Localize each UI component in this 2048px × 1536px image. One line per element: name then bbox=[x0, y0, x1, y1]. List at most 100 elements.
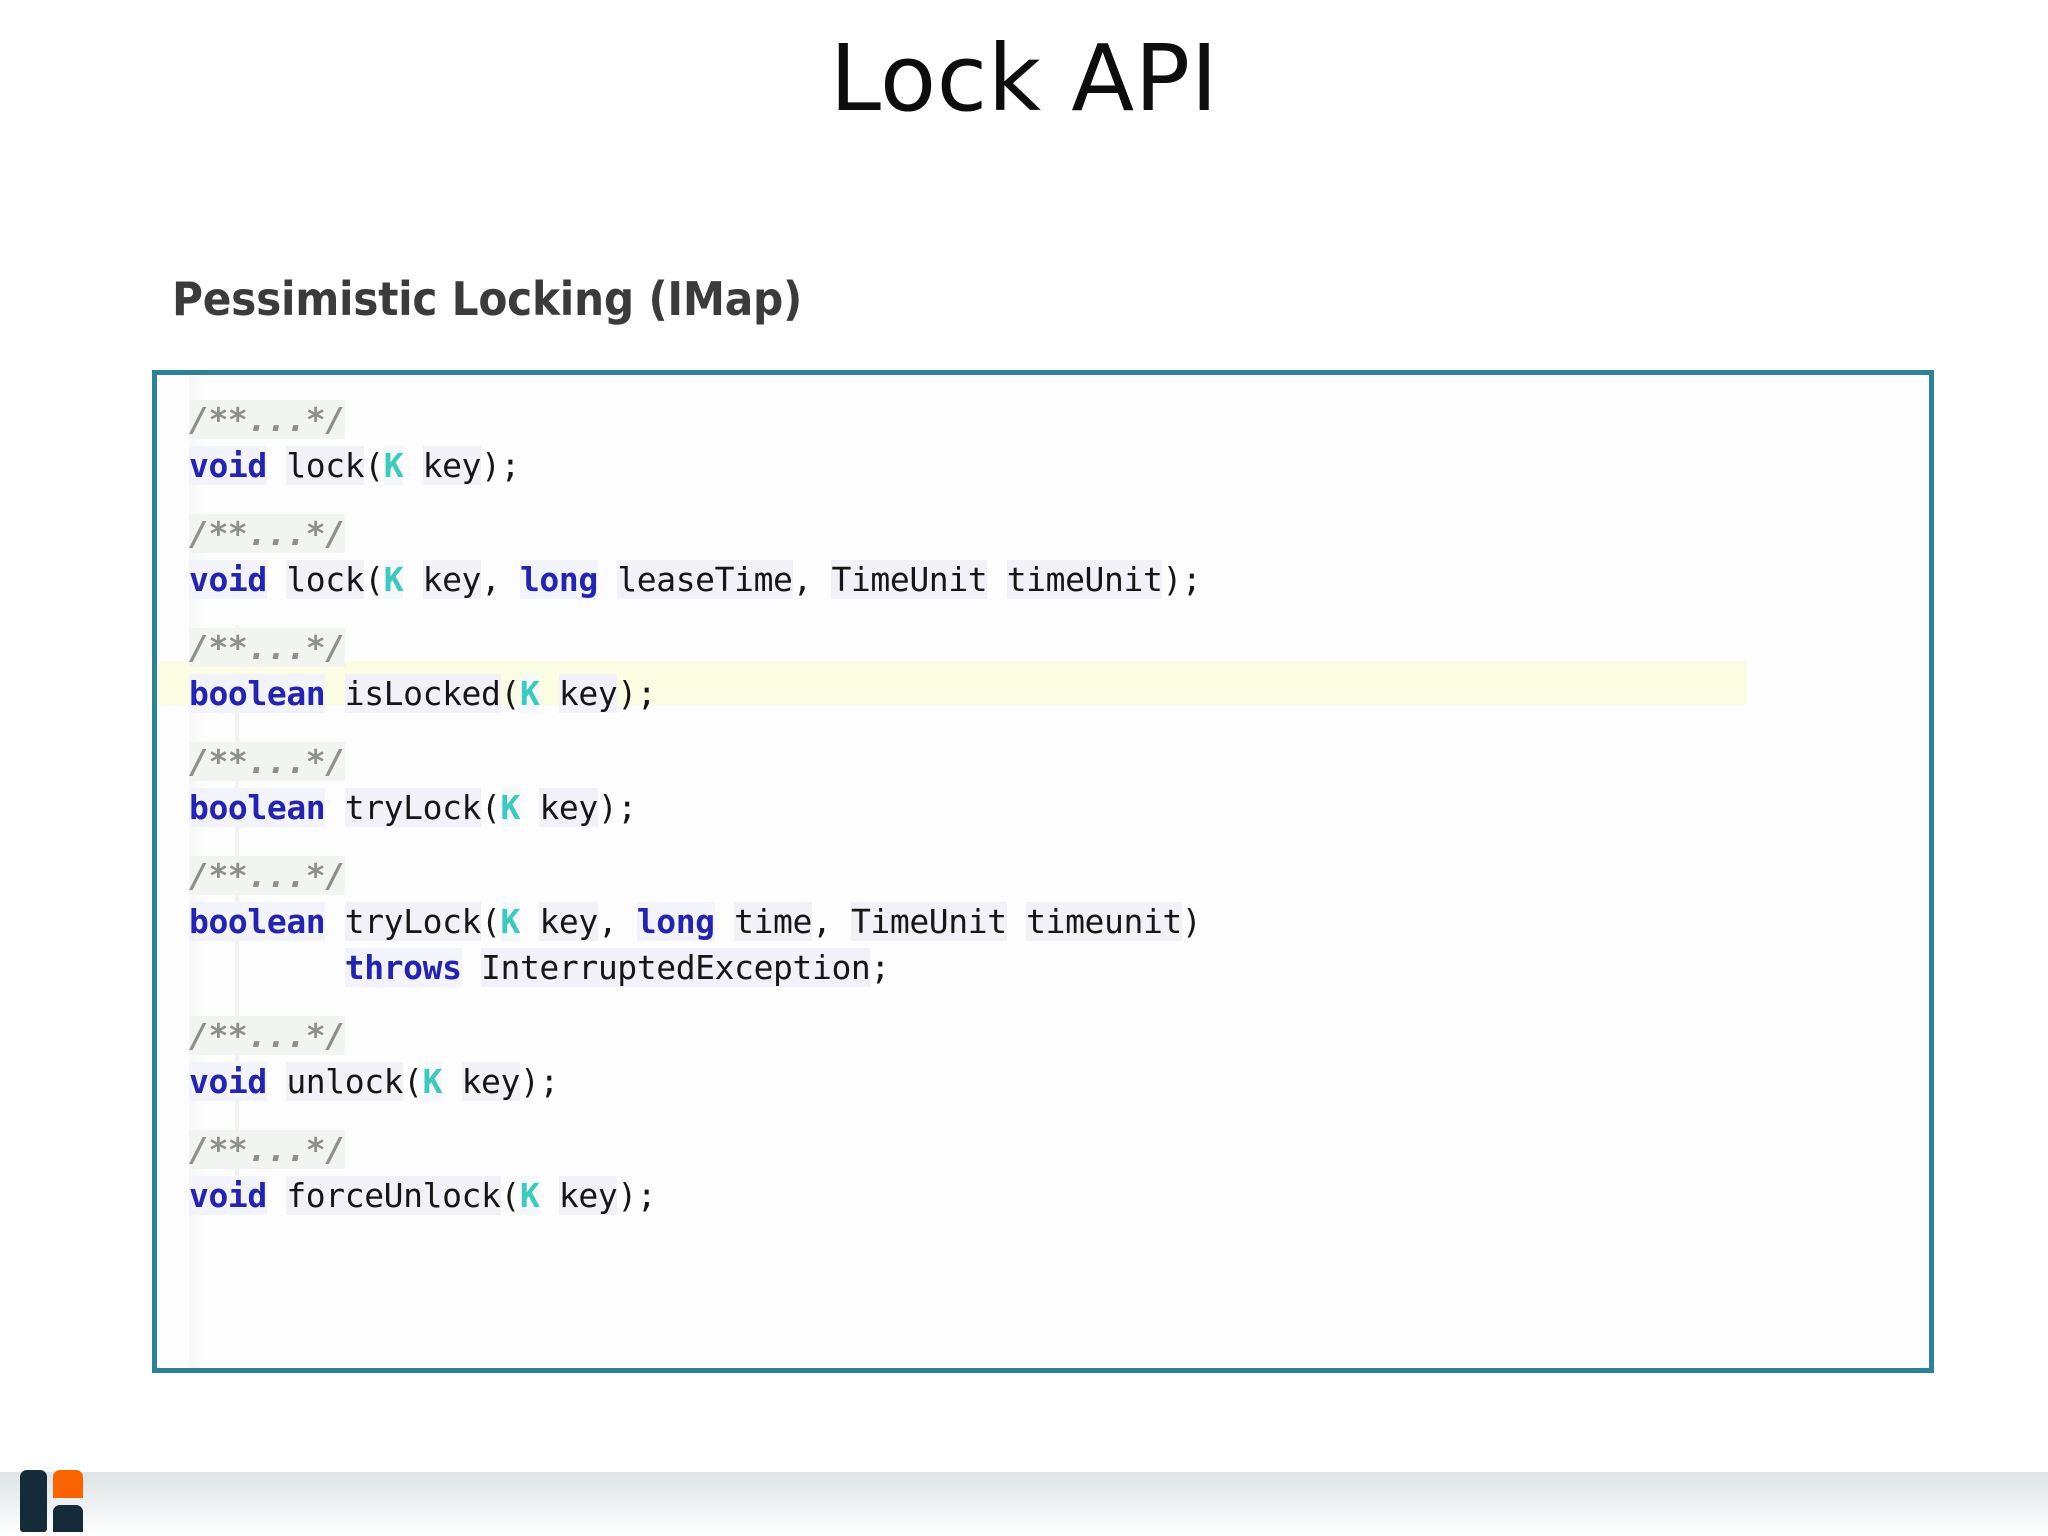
code-identifier: InterruptedException bbox=[481, 948, 871, 987]
code-punctuation: ); bbox=[617, 674, 657, 713]
code-identifier: timeunit bbox=[1026, 902, 1182, 941]
code-comment: /**...*/ bbox=[189, 742, 345, 781]
code-punctuation: ) bbox=[1181, 902, 1202, 941]
code-punctuation: , bbox=[481, 560, 520, 599]
code-punctuation bbox=[267, 1176, 286, 1215]
logo-bar-shape bbox=[20, 1470, 47, 1532]
code-identifier: timeUnit bbox=[1006, 560, 1163, 599]
code-comment: /**...*/ bbox=[189, 628, 345, 667]
code-line: boolean isLocked(K key); bbox=[189, 671, 1201, 717]
code-identifier: key bbox=[422, 446, 482, 485]
code-group: /**...*/ boolean isLocked(K key); bbox=[189, 625, 1201, 717]
code-identifier: forceUnlock bbox=[286, 1176, 501, 1215]
footer-band bbox=[0, 1470, 2048, 1536]
code-group: /**...*/ boolean tryLock(K key, long time… bbox=[189, 853, 1202, 991]
code-punctuation bbox=[403, 446, 422, 485]
code-punctuation bbox=[267, 560, 286, 599]
code-punctuation bbox=[539, 1176, 558, 1215]
code-punctuation: , bbox=[812, 902, 851, 941]
code-comment-line: /**...*/ bbox=[189, 739, 1201, 785]
code-identifier: tryLock bbox=[344, 788, 482, 827]
code-punctuation: , bbox=[597, 902, 637, 941]
code-type-param: K bbox=[383, 560, 404, 599]
code-keyword: boolean bbox=[189, 788, 326, 827]
code-snippet-surface: /**...*/void lock(K key);/**...*/void lo… bbox=[157, 375, 1929, 1368]
code-identifier: lock bbox=[286, 446, 365, 485]
code-punctuation bbox=[715, 902, 734, 941]
code-comment: /**...*/ bbox=[189, 1016, 345, 1055]
code-type-param: K bbox=[519, 1176, 540, 1215]
code-punctuation: ); bbox=[481, 446, 520, 485]
code-comment-line: /**...*/ bbox=[189, 397, 1201, 443]
code-comment-line: /**...*/ bbox=[189, 853, 1201, 899]
code-line: void lock(K key); bbox=[189, 443, 1201, 489]
code-punctuation: ( bbox=[500, 1176, 521, 1215]
code-punctuation bbox=[325, 674, 344, 713]
code-comment-line: /**...*/ bbox=[189, 1013, 1201, 1059]
code-line-highlighted: boolean tryLock(K key); bbox=[189, 785, 1201, 831]
code-punctuation bbox=[598, 560, 617, 599]
code-type-param: K bbox=[500, 788, 520, 827]
code-punctuation bbox=[267, 1062, 286, 1101]
code-punctuation: ( bbox=[403, 1062, 423, 1101]
code-identifier: unlock bbox=[286, 1062, 404, 1101]
code-identifier: key bbox=[539, 788, 598, 827]
code-punctuation: ); bbox=[519, 1062, 559, 1101]
code-keyword: long bbox=[519, 560, 598, 599]
code-punctuation bbox=[189, 948, 345, 987]
code-punctuation: ); bbox=[617, 1176, 657, 1215]
code-punctuation bbox=[462, 948, 481, 987]
logo-navy-square bbox=[53, 1505, 83, 1532]
code-keyword: long bbox=[636, 902, 715, 941]
code-identifier: key bbox=[558, 1176, 618, 1215]
code-punctuation bbox=[987, 560, 1006, 599]
code-punctuation bbox=[267, 446, 286, 485]
hazelcast-logo bbox=[20, 1470, 94, 1532]
code-line: throws InterruptedException; bbox=[189, 945, 1201, 991]
code-punctuation: ( bbox=[481, 902, 501, 941]
code-line: void unlock(K key); bbox=[189, 1059, 1201, 1105]
code-identifier: isLocked bbox=[344, 674, 501, 713]
code-punctuation bbox=[442, 1062, 461, 1101]
code-punctuation: ); bbox=[597, 788, 637, 827]
code-type-param: K bbox=[500, 902, 520, 941]
code-keyword: boolean bbox=[189, 674, 326, 713]
code-line: boolean tryLock(K key, long time, TimeUn… bbox=[189, 899, 1202, 945]
code-punctuation bbox=[520, 788, 539, 827]
code-punctuation: ; bbox=[870, 948, 890, 987]
code-type-param: K bbox=[519, 674, 540, 713]
code-keyword: void bbox=[189, 446, 267, 485]
code-group: /**...*/void lock(K key, long leaseTime,… bbox=[189, 511, 1202, 603]
code-keyword: void bbox=[189, 1062, 267, 1101]
code-keyword: void bbox=[189, 1176, 267, 1215]
code-group: /**...*/ void lock(K key); bbox=[189, 397, 1201, 489]
code-punctuation: ( bbox=[364, 446, 384, 485]
code-comment: /**...*/ bbox=[189, 514, 345, 553]
code-identifier: time bbox=[734, 902, 812, 941]
code-punctuation bbox=[1007, 902, 1026, 941]
code-keyword: boolean bbox=[189, 902, 326, 941]
code-punctuation: ( bbox=[481, 788, 501, 827]
section-subtitle: Pessimistic Locking (IMap) bbox=[172, 272, 803, 326]
code-comment-line: /**...*/ bbox=[189, 1127, 1201, 1173]
code-punctuation: , bbox=[792, 560, 832, 599]
code-identifier: TimeUnit bbox=[831, 560, 988, 599]
code-group: /**...*/ boolean tryLock(K key); bbox=[189, 739, 1201, 831]
code-identifier: key bbox=[422, 560, 482, 599]
code-punctuation: ( bbox=[500, 674, 521, 713]
code-punctuation bbox=[325, 902, 344, 941]
logo-orange-square bbox=[53, 1470, 83, 1498]
code-identifier: leaseTime bbox=[617, 560, 793, 599]
code-comment: /**...*/ bbox=[189, 400, 345, 439]
code-identifier: key bbox=[558, 674, 618, 713]
code-comment: /**...*/ bbox=[189, 856, 345, 895]
code-identifier: tryLock bbox=[344, 902, 482, 941]
code-type-param: K bbox=[383, 446, 404, 485]
code-keyword: throws bbox=[344, 948, 462, 987]
page-title: Lock API bbox=[829, 25, 1219, 132]
code-comment: /**...*/ bbox=[189, 1130, 345, 1169]
code-punctuation bbox=[539, 674, 558, 713]
code-comment-line: /**...*/ bbox=[189, 625, 1201, 671]
code-comment-line: /**...*/ bbox=[189, 511, 1201, 557]
